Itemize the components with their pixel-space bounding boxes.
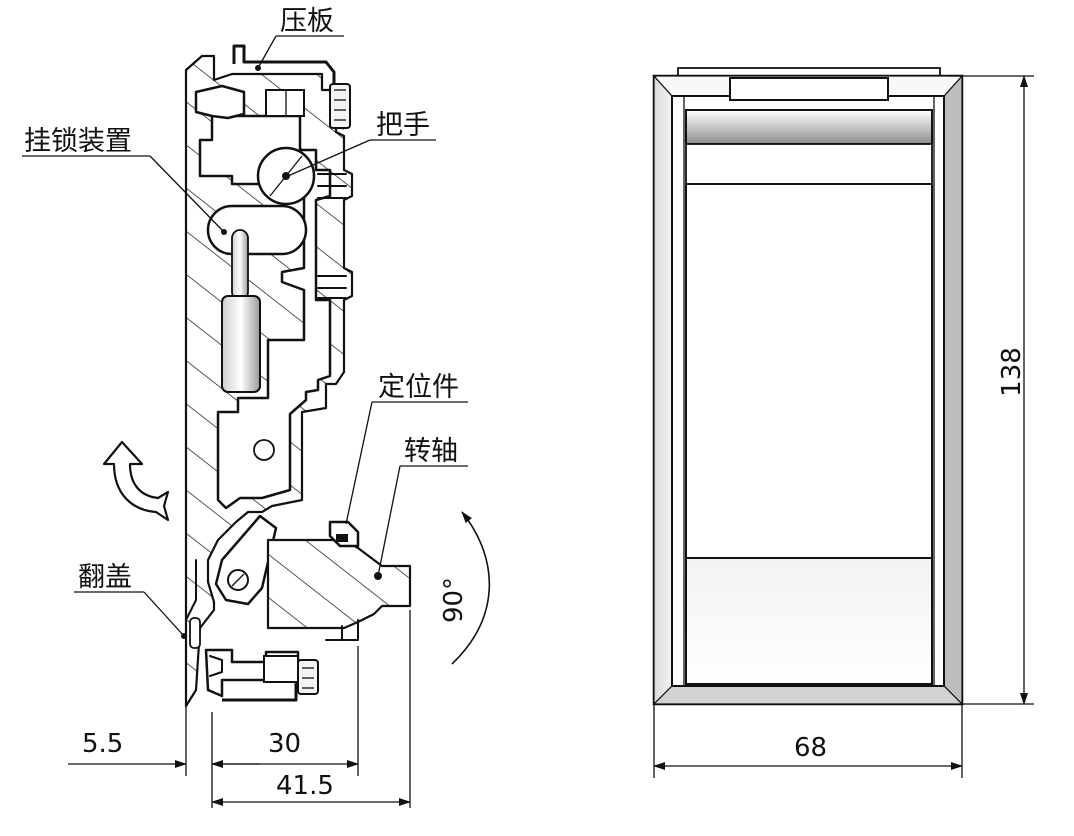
- clip-upper: [317, 173, 347, 199]
- dim-depth-a-text: 30: [268, 729, 301, 759]
- label-flip-cover: 翻盖: [78, 562, 132, 593]
- dim-depth-b-text: 41.5: [276, 771, 334, 801]
- label-locator: 定位件: [378, 372, 459, 403]
- handle-hatch: [269, 155, 303, 197]
- side-section-view: 90° 压板 把手 挂锁装置 定位件 转轴 翻盖: [22, 6, 491, 808]
- front-dimensions: 138 68: [653, 75, 1034, 778]
- padlock-body: [221, 295, 261, 393]
- housing-hole: [253, 439, 275, 461]
- top-bolt: [329, 83, 351, 129]
- front-hinge: [685, 109, 933, 145]
- label-padlock-device: 挂锁装置: [24, 126, 132, 157]
- padlock-rod: [231, 229, 249, 301]
- top-nut: [265, 89, 305, 117]
- front-cover-panel: [685, 183, 933, 559]
- bottom-clip: [209, 655, 223, 677]
- label-shaft: 转轴: [404, 436, 458, 467]
- top-cavity: [194, 84, 246, 120]
- bottom-plate: [222, 682, 306, 702]
- front-lower-window: [685, 557, 933, 685]
- label-pressure-plate: 压板: [280, 6, 334, 37]
- front-top-tab: [729, 77, 889, 101]
- flip-cover-strip: [185, 559, 197, 707]
- dim-front-width-text: 68: [794, 733, 827, 763]
- clip-lower: [317, 275, 347, 299]
- label-handle: 把手: [376, 110, 430, 141]
- flip-rotation-arrow: [102, 440, 170, 522]
- dim-flip-text: 5.5: [82, 729, 123, 759]
- dim-front-height-text: 138: [997, 347, 1027, 397]
- bottom-bolt: [297, 659, 319, 695]
- bottom-nut: [263, 655, 299, 683]
- front-cover-band: [685, 143, 933, 185]
- rotation-arc: [451, 511, 491, 665]
- callouts: 压板 把手 挂锁装置 定位件 转轴 翻盖: [22, 6, 468, 639]
- rotation-dim-text: 90°: [439, 577, 469, 623]
- flip-cover-pin: [189, 617, 201, 649]
- front-view: 138 68: [652, 67, 1034, 778]
- shaft-body: [266, 538, 412, 630]
- side-dimensions: 5.5 30 41.5: [68, 610, 411, 808]
